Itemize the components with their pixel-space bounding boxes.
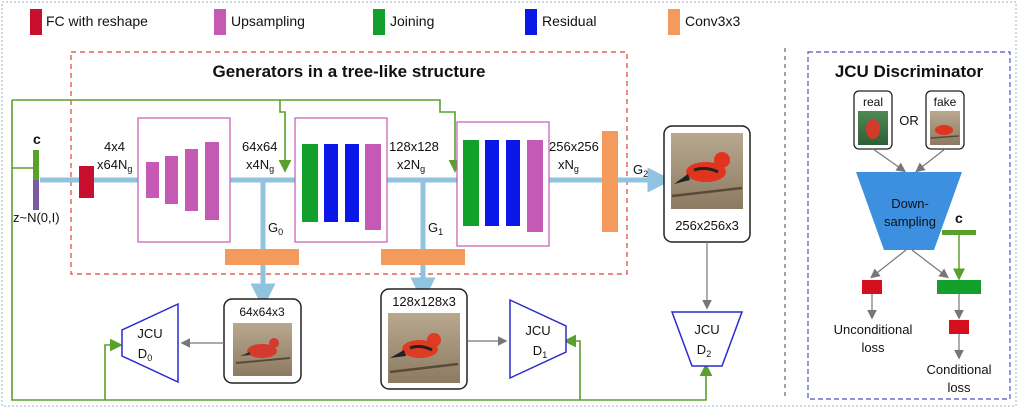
legend-label-fc: FC with reshape — [46, 13, 148, 29]
svg-text:D1: D1 — [533, 343, 547, 360]
legend-label-conv: Conv3x3 — [685, 13, 740, 29]
input-z-bar — [33, 180, 39, 210]
generator-title: Generators in a tree-like structure — [212, 62, 485, 81]
jcu-panel — [807, 51, 1011, 400]
fake-image: fake — [925, 90, 965, 150]
dim-4ng: x4Ng — [246, 157, 274, 174]
dim-2ng: x2Ng — [397, 157, 425, 174]
or-label: OR — [899, 113, 919, 128]
dim-4x4: 4x4 — [104, 139, 125, 154]
arrow-to-uncond — [870, 249, 907, 279]
uncond-loss-2: loss — [861, 340, 885, 355]
label-g1: G1 — [428, 220, 443, 237]
stage1-upsampling — [137, 117, 231, 243]
cond-loss-1: Conditional — [926, 362, 991, 377]
arrow-fake — [915, 148, 946, 173]
svg-text:256x256x3: 256x256x3 — [675, 218, 739, 233]
svg-text:64x64x3: 64x64x3 — [239, 305, 285, 319]
jcu-panel-title: JCU Discriminator — [835, 62, 984, 81]
legend-label-upsampling: Upsampling — [231, 13, 305, 29]
output-image-128: 128x128x3 — [380, 288, 468, 390]
svg-text:JCU: JCU — [694, 322, 719, 337]
svg-text:D2: D2 — [697, 342, 711, 359]
arrow-to-cond — [911, 249, 949, 279]
conv-block-g2 — [602, 131, 618, 232]
output-image-256: 256x256x3 — [663, 125, 751, 243]
stage2-joining-residual — [294, 117, 388, 243]
conv-block-g0 — [225, 249, 299, 265]
dim-64ng: x64Ng — [97, 157, 132, 174]
stage3-joining-residual — [456, 121, 550, 247]
dim-64x64: 64x64 — [242, 139, 277, 154]
svg-text:JCU: JCU — [137, 326, 162, 341]
svg-text:real: real — [863, 95, 883, 109]
conv-block-g1 — [381, 249, 465, 265]
discriminator-d0: JCU D0 — [121, 302, 179, 384]
dim-ng: xNg — [558, 157, 579, 174]
input-c-bar — [33, 150, 39, 180]
svg-text:sampling: sampling — [884, 214, 936, 229]
uncond-fc — [862, 280, 882, 294]
legend-swatch-residual — [525, 9, 537, 35]
cond-joining — [937, 280, 981, 294]
legend-swatch-upsampling — [214, 9, 226, 35]
arrow-real — [872, 148, 906, 173]
discriminator-d1: JCU D1 — [509, 298, 567, 380]
svg-text:128x128x3: 128x128x3 — [392, 294, 456, 309]
legend-swatch-fc — [30, 9, 42, 35]
discriminator-d2: JCU D2 — [670, 311, 744, 367]
dim-256x256: 256x256 — [549, 139, 599, 154]
label-g2: G2 — [633, 162, 648, 179]
real-image: real — [853, 90, 893, 150]
legend-swatch-conv — [668, 9, 680, 35]
input-z-label: z~N(0,I) — [13, 210, 60, 225]
legend: FC with reshape Upsampling Joining Resid… — [30, 9, 740, 35]
generator-region — [70, 51, 628, 275]
svg-text:fake: fake — [934, 95, 957, 109]
downsampling-block: Down- sampling — [856, 172, 962, 250]
legend-label-residual: Residual — [542, 13, 596, 29]
condition-lines — [11, 99, 713, 401]
output-image-64: 64x64x3 — [223, 298, 302, 384]
label-g0: G0 — [268, 220, 283, 237]
cond-loss-2: loss — [947, 380, 971, 395]
fc-reshape-block — [79, 166, 94, 198]
jcu-c-label: c — [955, 210, 963, 226]
cond-fc — [949, 320, 969, 334]
legend-label-joining: Joining — [390, 13, 434, 29]
uncond-loss-1: Unconditional — [834, 322, 913, 337]
jcu-c-bar — [942, 230, 976, 235]
svg-text:JCU: JCU — [525, 323, 550, 338]
input-c-label: c — [33, 131, 41, 147]
legend-swatch-joining — [373, 9, 385, 35]
svg-text:Down-: Down- — [891, 196, 929, 211]
svg-text:D0: D0 — [138, 346, 152, 363]
dim-128x128: 128x128 — [389, 139, 439, 154]
